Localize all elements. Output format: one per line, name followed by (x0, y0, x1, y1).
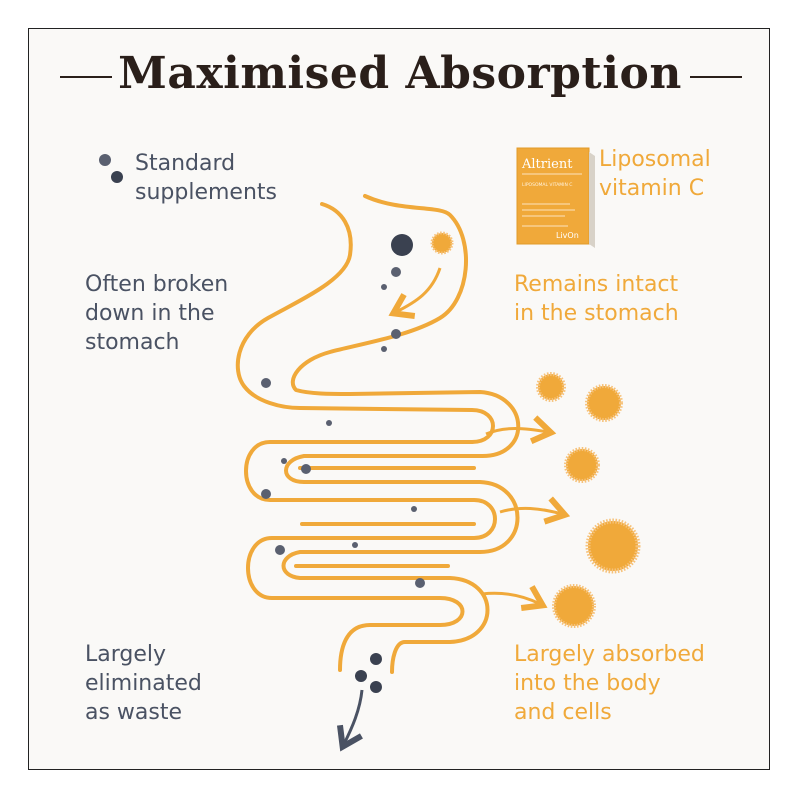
standard-particle (370, 653, 382, 665)
standard-particle (261, 489, 271, 499)
standard-particle (391, 329, 401, 339)
liposome-absorbed (552, 584, 596, 628)
liposome-absorbed (536, 372, 566, 402)
liposomal-legend-line: Liposomal (599, 147, 711, 172)
liposomal-legend-label: Liposomal vitamin C (599, 145, 711, 203)
stomach-arrow (388, 267, 442, 320)
standard-legend-dot (99, 154, 111, 166)
standard-particle (275, 545, 285, 555)
liposomal-legend-line: vitamin C (599, 176, 705, 201)
stomach-standard-note: Often broken down in the stomach (85, 270, 228, 357)
standard-particle (370, 681, 382, 693)
absorbed-note: Largely absorbed into the body and cells (514, 640, 705, 727)
waste-arrow (336, 689, 364, 752)
note-line: in the stomach (514, 301, 679, 326)
standard-particle (391, 234, 413, 256)
standard-particle (261, 378, 271, 388)
title-rule-left (60, 76, 112, 78)
note-line: and cells (514, 700, 612, 725)
stomach-liposomal-note: Remains intact in the stomach (514, 270, 679, 328)
title-row: Maximised Absorption (0, 48, 800, 108)
liposome-particles (430, 231, 641, 628)
sachet-brand: Altrient (521, 157, 573, 172)
liposome-absorbed (564, 447, 600, 483)
liposome-absorbed (585, 518, 641, 574)
liposome-in-stomach (430, 231, 454, 255)
standard-legend-line: supplements (135, 180, 277, 205)
standard-particle (326, 420, 332, 426)
sachet-subtitle: LIPOSOMAL VITAMIN C (522, 182, 572, 188)
absorption-arrow-3 (481, 585, 548, 612)
product-sachet: Altrient LIPOSOMAL VITAMIN C LivOn (516, 147, 595, 248)
standard-legend-dot (111, 171, 123, 183)
standard-legend-line: Standard (135, 151, 236, 176)
note-line: Largely (85, 642, 167, 667)
liposome-absorbed (585, 384, 623, 422)
waste-note: Largely eliminated as waste (85, 640, 202, 727)
standard-particle (415, 578, 425, 588)
note-line: Often broken (85, 272, 229, 297)
standard-particle (352, 542, 358, 548)
note-line: down in the (85, 301, 215, 326)
sachet-maker: LivOn (556, 231, 579, 240)
standard-particle (391, 267, 401, 277)
standard-particle (301, 464, 311, 474)
absorption-arrow-1 (485, 415, 557, 444)
standard-particles (99, 154, 425, 693)
note-line: into the body (514, 671, 661, 696)
digestive-tract (235, 194, 521, 674)
page-title: Maximised Absorption (118, 48, 682, 99)
tract-outer-wall (235, 202, 497, 672)
standard-particle (381, 284, 387, 290)
standard-particle (381, 346, 387, 352)
absorption-arrow-2 (499, 496, 571, 525)
standard-legend-label: Standard supplements (135, 149, 277, 207)
note-line: stomach (85, 330, 180, 355)
standard-particle (355, 670, 367, 682)
note-line: Largely absorbed (514, 642, 705, 667)
standard-particle (281, 458, 287, 464)
title-rule-right (690, 76, 742, 78)
tract-inner-wall (281, 194, 521, 674)
standard-particle (411, 506, 417, 512)
note-line: eliminated (85, 671, 202, 696)
note-line: Remains intact (514, 272, 679, 297)
note-line: as waste (85, 700, 183, 725)
